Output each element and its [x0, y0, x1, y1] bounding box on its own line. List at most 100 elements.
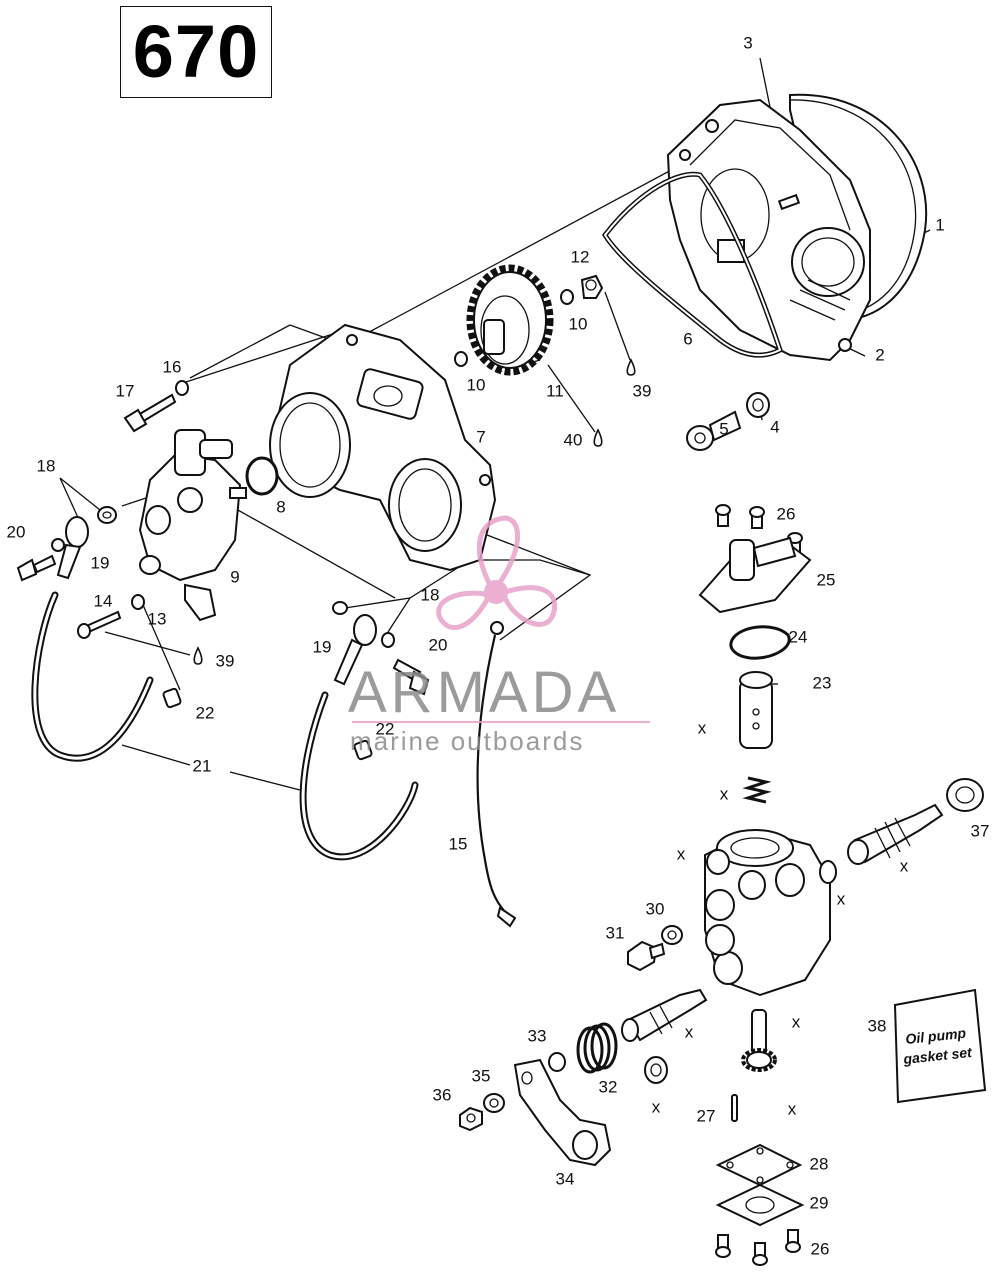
part-13-washer [131, 594, 145, 610]
part-32-spring [576, 1022, 618, 1074]
part-34-pump-lever [513, 1058, 612, 1167]
x-mark-x9: x [788, 1099, 797, 1118]
callout-c26a: 26 [777, 504, 796, 523]
part-26-screws-lower [715, 1229, 801, 1266]
callout-c2: 2 [875, 345, 884, 364]
part-18-washer-middle [332, 601, 395, 648]
watermark-brand: ARMADA [348, 660, 620, 725]
part-24-gasket [729, 625, 791, 660]
x-mark-x1: x [698, 718, 707, 737]
callout-c22a: 22 [196, 703, 215, 722]
callout-c14: 14 [94, 591, 113, 610]
part-26-screws-upper [715, 504, 803, 555]
callout-c22b: 22 [376, 719, 395, 738]
part-23-plunger [739, 671, 773, 749]
callout-c7: 7 [476, 427, 485, 446]
part-3-dowel-pin [777, 193, 801, 211]
part-17-bolt [123, 393, 177, 433]
callout-c38: 38 [868, 1016, 887, 1035]
callout-c1: 1 [935, 215, 944, 234]
callout-c28: 28 [810, 1154, 829, 1173]
callout-c39b: 39 [216, 651, 235, 670]
callout-c6: 6 [683, 329, 692, 348]
control-spool-left [621, 988, 708, 1042]
part-8-o-ring [245, 456, 279, 496]
callout-c26b: 26 [811, 1239, 830, 1258]
part-25-fitting-cover [698, 536, 812, 614]
callout-c15: 15 [449, 834, 468, 853]
callout-c10a: 10 [569, 314, 588, 333]
callout-c17: 17 [116, 381, 135, 400]
part-22-hose-clamp-right [353, 739, 373, 761]
callout-c29: 29 [810, 1193, 829, 1212]
callout-c20a: 20 [7, 522, 26, 541]
callout-c39a: 39 [633, 381, 652, 400]
callout-c23: 23 [813, 673, 832, 692]
part-30-washer [661, 925, 683, 945]
callout-c31: 31 [606, 923, 625, 942]
callout-c11: 11 [546, 381, 564, 400]
part-11-drive-gear [466, 264, 554, 376]
part-29-cover-plate [715, 1183, 805, 1227]
oil-seal-left [644, 1056, 668, 1084]
callout-c18b: 18 [421, 585, 440, 604]
spring-upper [742, 776, 772, 804]
callout-c16: 16 [163, 357, 182, 376]
model-number-box: 670 [120, 6, 272, 98]
control-spool-right [847, 803, 944, 865]
part-40-sealant-drop [593, 428, 603, 447]
part-6-o-ring [601, 171, 784, 358]
part-16-washer [175, 380, 189, 396]
callout-c5: 5 [719, 419, 728, 438]
part-22-hose-clamp-left [162, 687, 182, 709]
callout-c10b: 10 [467, 375, 486, 394]
callout-c34: 34 [556, 1169, 575, 1188]
part-20-banjo-bolt-middle [392, 658, 430, 696]
callout-c37: 37 [971, 821, 990, 840]
part-10-washer-lower [454, 351, 468, 367]
part-19-banjo-fitting-middle [333, 614, 377, 686]
callout-c3: 3 [743, 33, 752, 52]
x-mark-x2: x [720, 784, 729, 803]
part-39-sealant-drop-upper [626, 358, 636, 376]
part-20-banjo-bolt-left [16, 538, 65, 582]
callout-c25: 25 [817, 570, 836, 589]
callout-c13: 13 [148, 609, 167, 628]
part-36-nut [459, 1106, 483, 1132]
part-21-oil-hoses [31, 591, 419, 861]
callout-c40: 40 [564, 430, 583, 449]
callout-c18a: 18 [37, 456, 56, 475]
part-7-pump-housing [269, 323, 497, 572]
part-19-banjo-fitting-left [56, 516, 89, 580]
part-28-gasket [715, 1143, 803, 1187]
watermark: ARMADA marine outboards [348, 515, 650, 756]
part-9-oil-pump [138, 429, 247, 622]
part-27-key [731, 1094, 738, 1122]
part-38-gasket-set-card: Oil pump gasket set [893, 988, 987, 1104]
part-31-plug-screw [627, 940, 666, 972]
callout-c8: 8 [276, 497, 285, 516]
part-10-washer-upper [560, 289, 574, 305]
model-number: 670 [132, 10, 260, 93]
propeller-logo [436, 515, 558, 630]
callout-c19a: 19 [91, 553, 110, 572]
pump-shaft [741, 1009, 777, 1072]
callout-c30: 30 [646, 899, 665, 918]
part-18-washer-left [97, 506, 117, 524]
part-39-sealant-drop-lower [193, 646, 203, 665]
callout-c27: 27 [697, 1106, 716, 1125]
callout-c32: 32 [599, 1077, 618, 1096]
callout-c19b: 19 [313, 637, 332, 656]
part-4-washer [746, 392, 770, 418]
x-mark-x4: x [900, 856, 909, 875]
gasket-card-line2: gasket set [902, 1044, 974, 1067]
part-15-ground-wire [476, 621, 517, 928]
part-5-cap-screw [686, 410, 742, 451]
part-12-nut [580, 274, 604, 299]
x-mark-x3: x [677, 844, 686, 863]
part-14-screw [77, 610, 122, 639]
callout-c36: 36 [433, 1085, 452, 1104]
